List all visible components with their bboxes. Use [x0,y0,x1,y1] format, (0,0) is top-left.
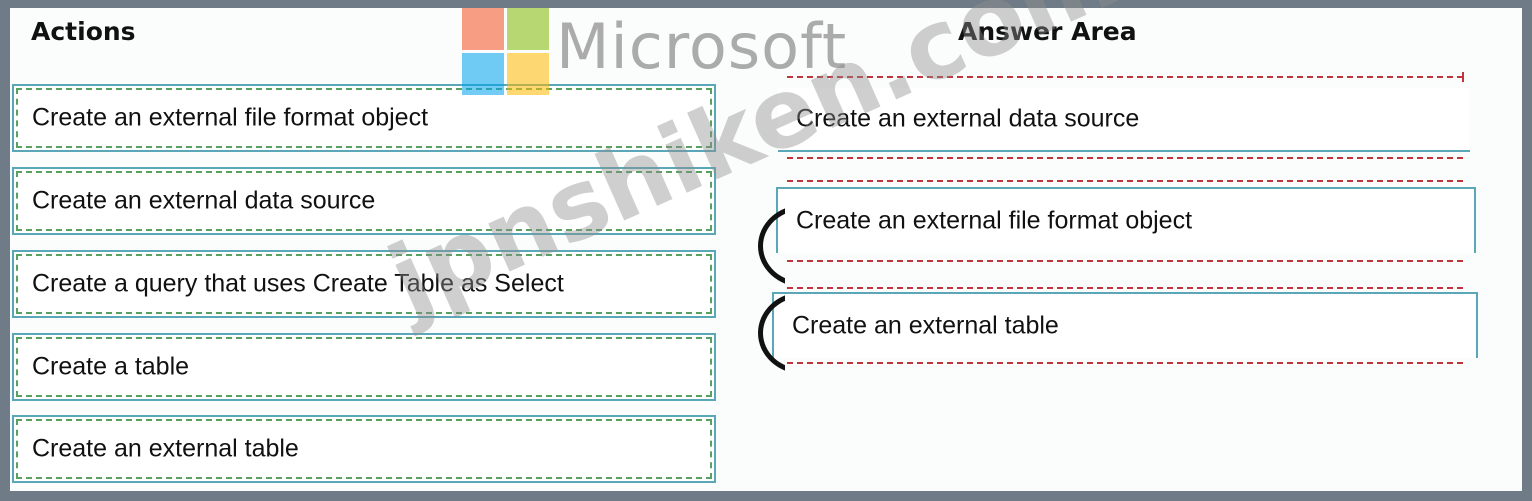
answer-slot-border [787,260,1463,262]
action-item-label: Create an external file format object [32,103,429,132]
microsoft-watermark-text: Microsoft [556,10,848,83]
answer-slot-2[interactable]: Create an external file format object [776,187,1476,253]
answer-item-label: Create an external table [792,311,1059,340]
action-item-create-table[interactable]: Create a table [12,333,716,401]
answer-slot-border [1462,72,1464,82]
action-item-file-format[interactable]: Create an external file format object [12,84,716,152]
answer-slot-1[interactable]: Create an external data source [778,88,1470,152]
answer-area-heading: Answer Area [958,17,1137,46]
answer-slot-border [787,76,1463,78]
actions-heading: Actions [31,17,136,46]
action-item-data-source[interactable]: Create an external data source [12,167,716,235]
answer-item-label: Create an external data source [796,104,1140,133]
action-item-external-table[interactable]: Create an external table [12,415,716,483]
answer-slot-border [787,362,1463,364]
answer-slot-3[interactable]: Create an external table [772,292,1478,358]
action-item-label: Create a table [32,352,190,381]
action-item-label: Create a query that uses Create Table as… [32,269,564,298]
action-item-label: Create an external table [32,434,299,463]
answer-slot-border [787,180,1463,182]
answer-slot-border [787,157,1463,159]
answer-item-label: Create an external file format object [796,206,1193,235]
answer-slot-border [787,287,1463,289]
action-item-label: Create an external data source [32,186,376,215]
microsoft-logo-icon [462,8,549,95]
action-item-ctas-query[interactable]: Create a query that uses Create Table as… [12,250,716,318]
